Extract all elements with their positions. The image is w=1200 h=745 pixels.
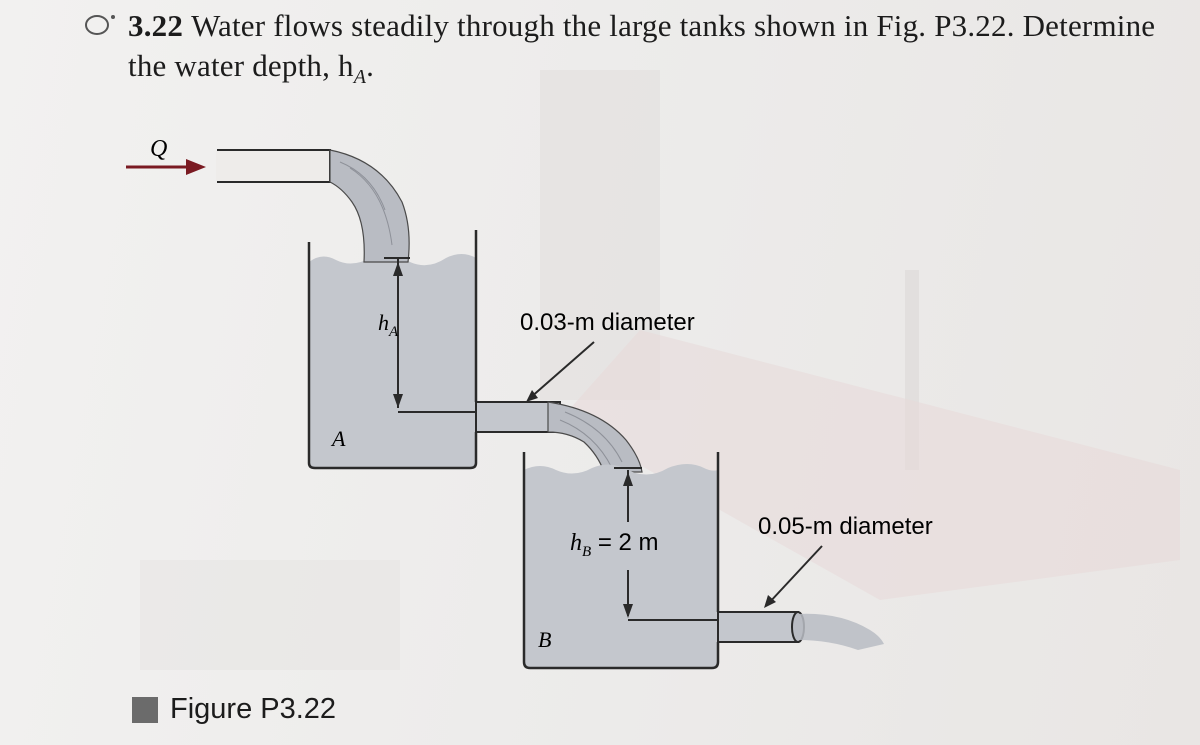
problem-text-end: . <box>366 48 375 83</box>
figure-caption-text: Figure P3.22 <box>170 693 337 725</box>
caption-square-icon <box>132 696 158 723</box>
depth-b-label: hB = 2 m <box>570 529 659 560</box>
pipe-1-jet <box>547 401 643 473</box>
pipe-1-leader <box>529 341 595 399</box>
tank-b-outline <box>522 452 720 670</box>
problem-marker-icon <box>85 15 115 35</box>
inflow-pipe <box>217 149 331 183</box>
tank-b-label: B <box>538 627 551 652</box>
pipe-2-label: 0.05-m diameter <box>758 513 933 540</box>
outlet-jet <box>798 613 884 650</box>
depth-a-label: hA <box>378 310 399 340</box>
inflow-jet <box>329 149 410 263</box>
pipe-2-leader <box>767 545 823 605</box>
tank-b-water <box>524 464 718 668</box>
problem-text-subscript: A <box>353 66 367 89</box>
figure-caption: Figure P3.22 <box>132 693 336 726</box>
problem-text: Water flows steadily through the large t… <box>128 8 1156 83</box>
problem-number: 3.22 <box>128 8 184 43</box>
flow-label: Q <box>150 136 167 162</box>
outlet-pipe <box>717 611 799 643</box>
tank-a-outline <box>307 230 478 470</box>
pipe-1-label: 0.03-m diameter <box>520 309 695 336</box>
tank-a-water <box>309 254 476 468</box>
tank-a-label: A <box>330 426 346 451</box>
